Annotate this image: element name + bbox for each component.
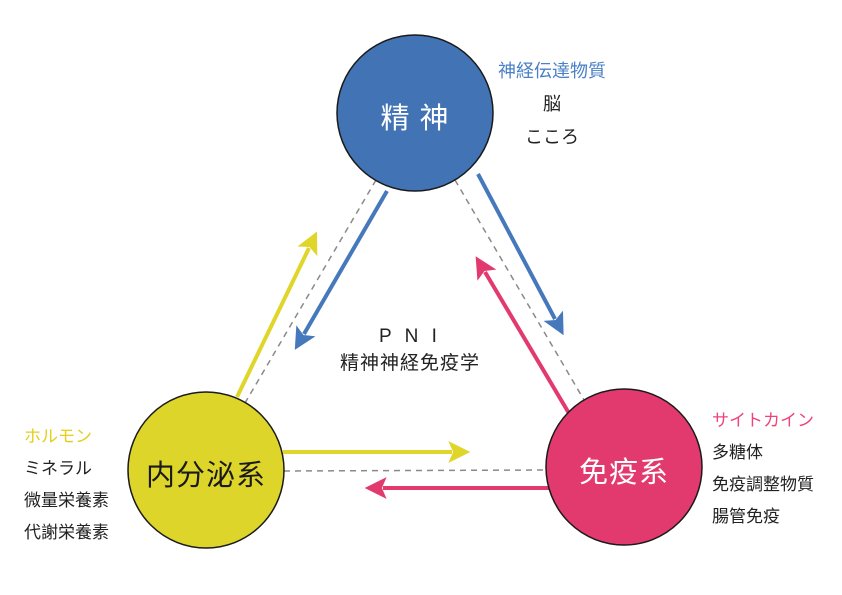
arrow-mind-to-immune — [476, 173, 564, 336]
immune-node-label: 免疫系 — [578, 457, 669, 489]
arrow-mind-to-endocrine — [294, 189, 389, 350]
mind-node-label: 精 神 — [380, 103, 450, 135]
mind-keyword-label: 神経伝達物質 — [498, 61, 606, 81]
endocrine-circle — [127, 391, 285, 549]
endocrine-item-label: 微量栄養素 — [24, 491, 109, 510]
pni-full-name: 精神神経免疫学 — [339, 353, 480, 374]
immune-annotations: サイトカイン 多糖体 免疫調整物質 腸管免疫 — [712, 405, 814, 533]
endocrine-node-label: 内分泌系 — [145, 460, 266, 492]
endocrine-item-label: ミネラル — [24, 459, 92, 478]
endocrine-item-label: 代謝栄養素 — [24, 523, 109, 542]
mind-item-label: 脳 — [543, 94, 561, 114]
mind-item-label: こころ — [525, 127, 579, 147]
mind-circle — [336, 34, 494, 192]
immune-item-label: 多糖体 — [712, 443, 763, 462]
dashed-link-mind-immune — [454, 179, 585, 401]
center-title: P N I 精神神経免疫学 — [310, 325, 510, 379]
arrow-immune-to-mind — [475, 256, 572, 417]
immune-keyword-label: サイトカイン — [712, 411, 814, 430]
immune-item-label: 腸管免疫 — [712, 507, 780, 526]
immune-circle — [545, 388, 703, 546]
arrow-endocrine-to-mind — [235, 231, 318, 398]
dashed-link-endocrine-immune — [283, 469, 547, 472]
endocrine-annotations: ホルモン ミネラル 微量栄養素 代謝栄養素 — [24, 421, 109, 549]
endocrine-keyword-label: ホルモン — [24, 427, 92, 446]
immune-item-label: 免疫調整物質 — [712, 475, 814, 494]
pni-acronym: P N I — [379, 326, 441, 347]
mind-annotations: 神経伝達物質 脳 こころ — [471, 55, 633, 154]
